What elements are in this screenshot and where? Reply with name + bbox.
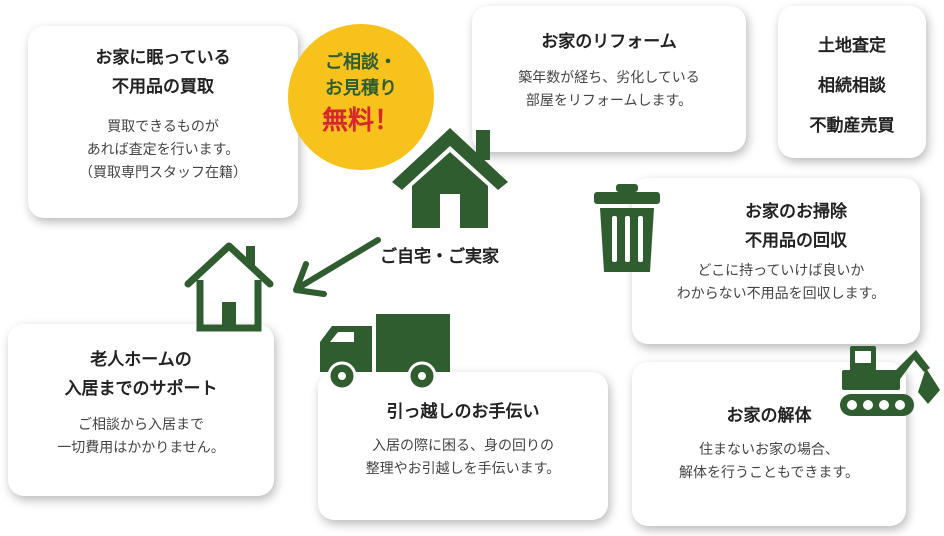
card-unused-buyback-desc: 買取できるものが あれば査定を行います。 （買取専門スタッフ在籍） bbox=[79, 119, 247, 181]
card-cleaning-title: お家のお掃除 不用品の回収 bbox=[745, 202, 847, 251]
card-unused-buyback: お家に眠っている 不用品の買取 買取できるものが あれば査定を行います。 （買取… bbox=[28, 26, 298, 218]
card-unused-buyback-title: お家に眠っている 不用品の買取 bbox=[95, 48, 231, 97]
real-estate-line-3: 不動産売買 bbox=[809, 116, 895, 136]
card-demolition-title: お家の解体 bbox=[726, 406, 812, 426]
card-cleaning: お家のお掃除 不用品の回収 どこに持っていけば良いか わからない不用品を回収しま… bbox=[632, 178, 920, 344]
trash-can-icon bbox=[594, 184, 660, 272]
badge-line-2: 無料！ bbox=[321, 106, 400, 136]
home-label: ご自宅・ご実家 bbox=[380, 247, 499, 267]
house-icon bbox=[392, 128, 508, 228]
arrow-icon bbox=[293, 237, 381, 297]
excavator-icon bbox=[840, 346, 940, 416]
card-reform: お家のリフォーム 築年数が経ち、劣化している 部屋をリフォームします。 bbox=[472, 6, 746, 152]
badge-line-1: ご相談・ お見積り bbox=[325, 52, 397, 99]
card-moving: 引っ越しのお手伝い 入居の際に困る、身の回りの 整理やお引越しを手伝います。 bbox=[318, 372, 608, 520]
card-moving-desc: 入居の際に困る、身の回りの 整理やお引越しを手伝います。 bbox=[365, 438, 561, 477]
truck-icon bbox=[320, 314, 450, 391]
free-consultation-badge: ご相談・ お見積り 無料！ bbox=[288, 24, 434, 170]
card-nursing-home-title: 老人ホームの 入居までのサポート bbox=[64, 350, 218, 399]
real-estate-line-1: 土地査定 bbox=[818, 36, 886, 56]
real-estate-line-2: 相続相談 bbox=[818, 76, 886, 96]
card-real-estate: 土地査定 相続相談 不動産売買 bbox=[778, 6, 926, 158]
card-reform-title: お家のリフォーム bbox=[541, 32, 677, 52]
small-house-icon bbox=[184, 242, 274, 332]
card-cleaning-desc: どこに持っていけば良いか わからない不用品を回収します。 bbox=[676, 263, 886, 302]
card-reform-desc: 築年数が経ち、劣化している 部屋をリフォームします。 bbox=[518, 70, 700, 109]
card-demolition-desc: 住まないお家の場合、 解体を行うこともできます。 bbox=[678, 442, 860, 481]
card-nursing-home-desc: ご相談から入居まで 一切費用はかかりません。 bbox=[57, 417, 225, 456]
card-moving-title: 引っ越しのお手伝い bbox=[386, 402, 540, 422]
card-nursing-home: 老人ホームの 入居までのサポート ご相談から入居まで 一切費用はかかりません。 bbox=[8, 324, 274, 496]
